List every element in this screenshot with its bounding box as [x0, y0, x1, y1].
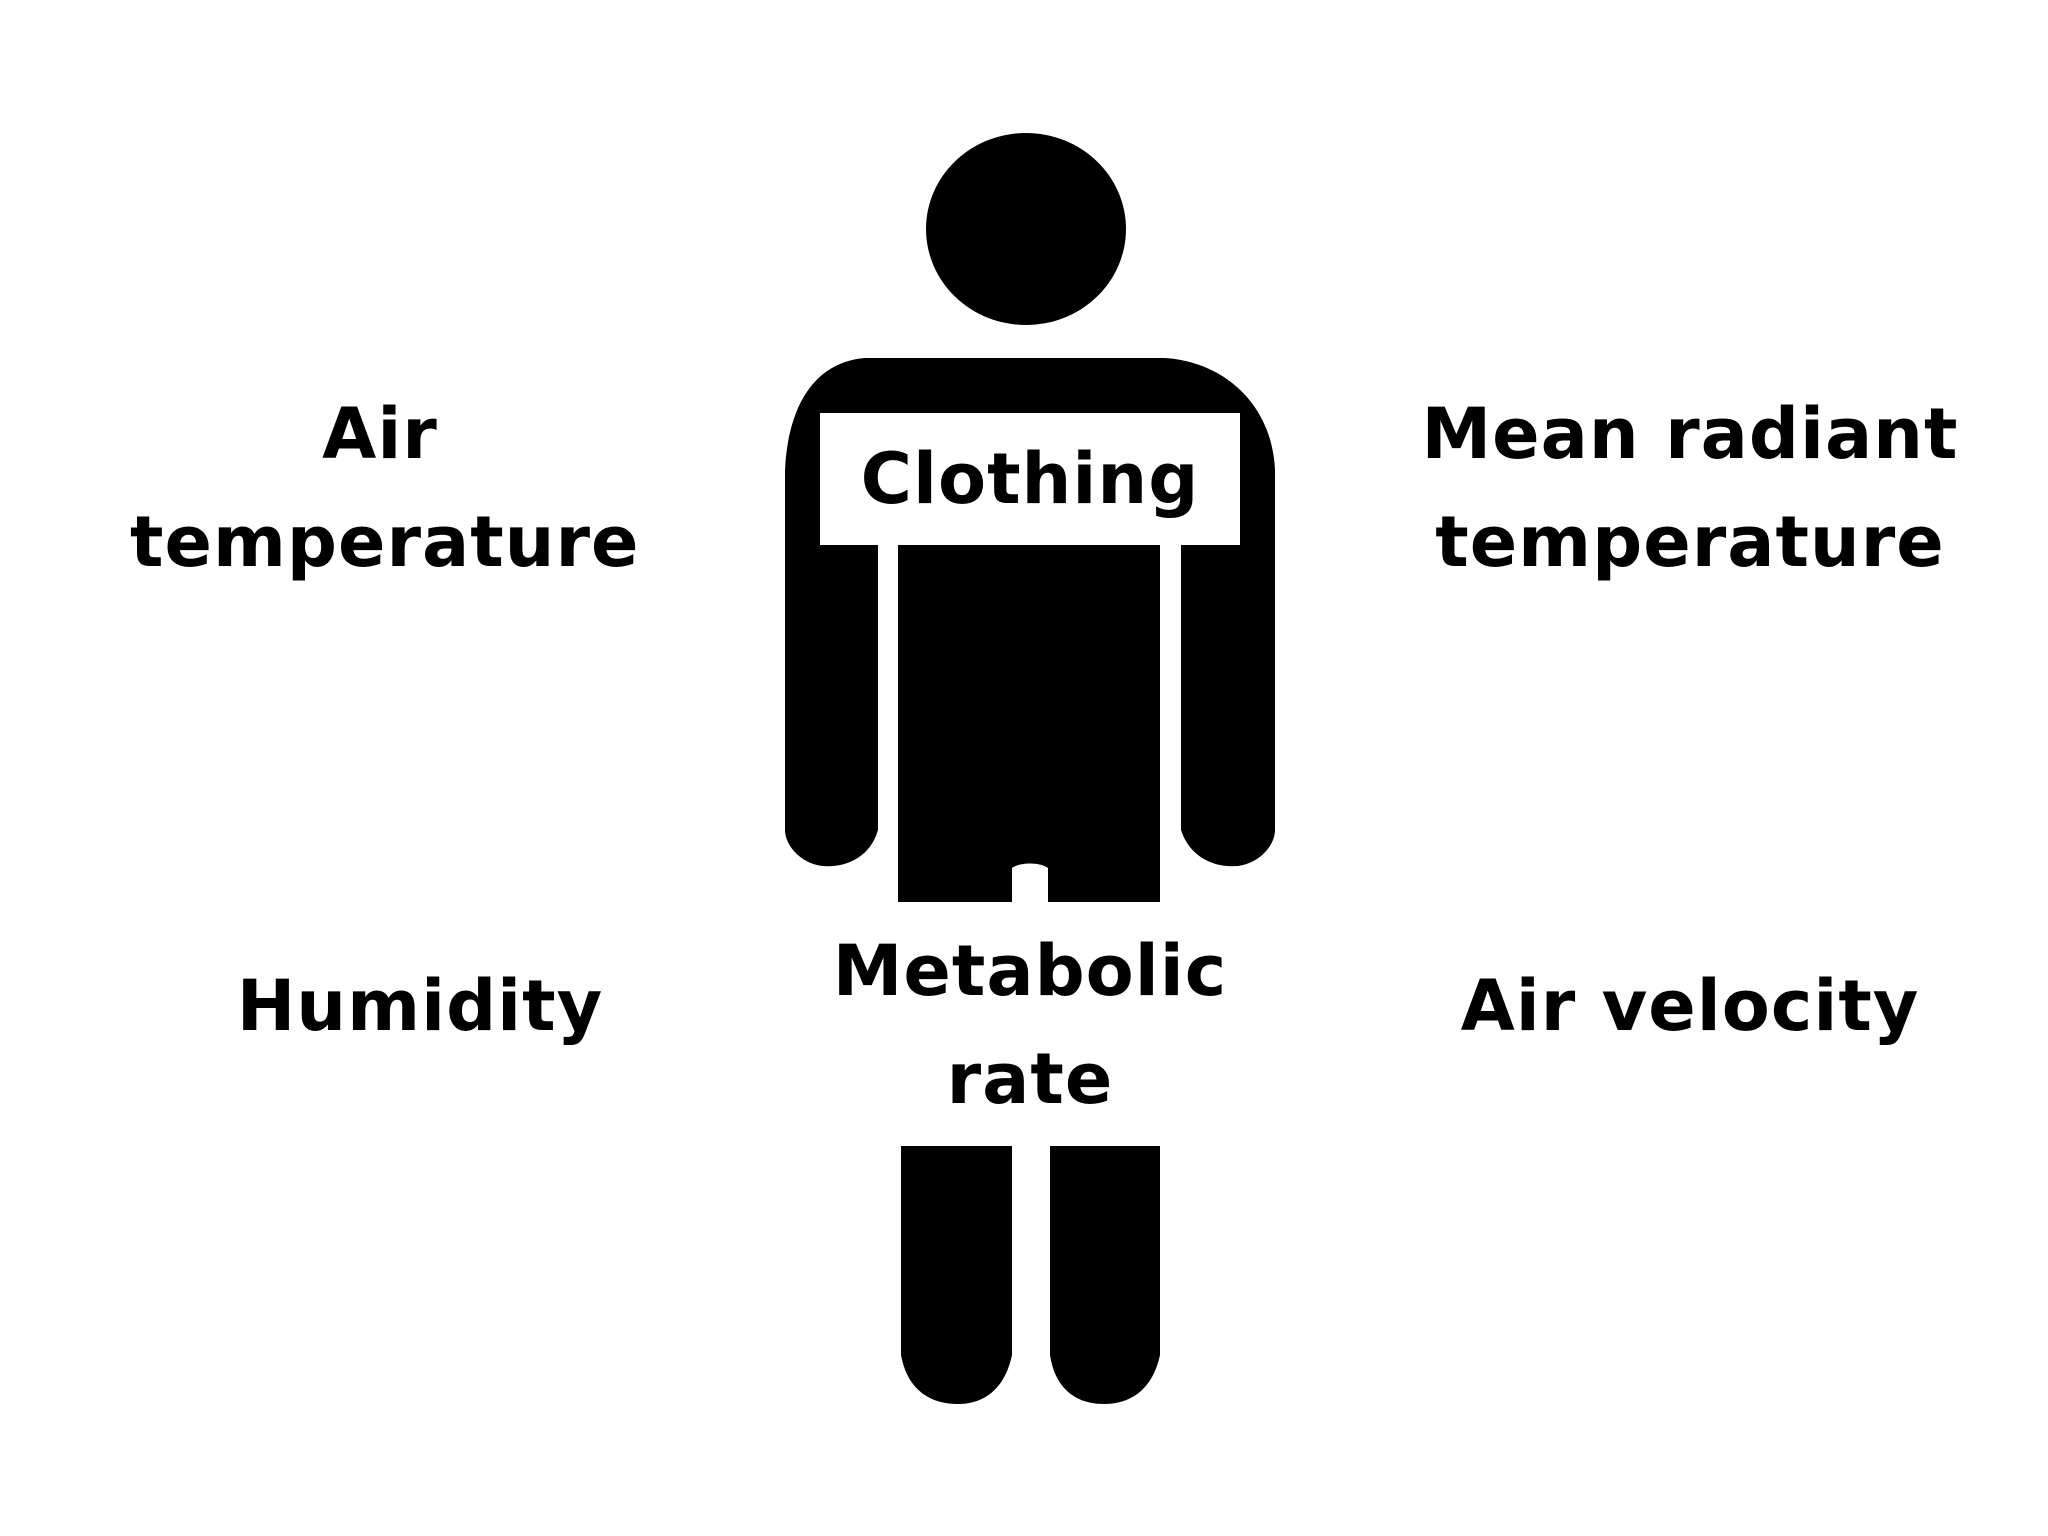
humidity-label: Humidity [190, 952, 650, 1060]
metabolic-rate-line-2: rate [946, 1038, 1114, 1120]
left-leg-shape [901, 1146, 1012, 1404]
mean-radiant-temperature-line-1: Mean radiant [1421, 393, 1959, 475]
right-leg-shape [1050, 1146, 1160, 1404]
lower-torso-shape [898, 545, 1160, 902]
left-arm-shape [785, 545, 878, 867]
right-arm-shape [1181, 545, 1275, 867]
air-temperature-line-2: temperature [130, 501, 640, 583]
metabolic-rate-label: Metabolic rate [790, 917, 1270, 1133]
air-velocity-line-1: Air velocity [1460, 965, 1920, 1047]
mean-radiant-temperature-label: Mean radiant temperature [1410, 380, 1970, 596]
head-shape [926, 133, 1126, 325]
clothing-label: Clothing [860, 438, 1200, 520]
mean-radiant-temperature-line-2: temperature [1435, 501, 1945, 583]
air-velocity-label: Air velocity [1440, 952, 1940, 1060]
air-temperature-line-1: Air [322, 393, 438, 475]
clothing-band [820, 413, 1240, 545]
humidity-line-1: Humidity [236, 965, 604, 1047]
metabolic-rate-line-1: Metabolic [832, 930, 1228, 1012]
air-temperature-label: Air temperature [130, 380, 640, 596]
